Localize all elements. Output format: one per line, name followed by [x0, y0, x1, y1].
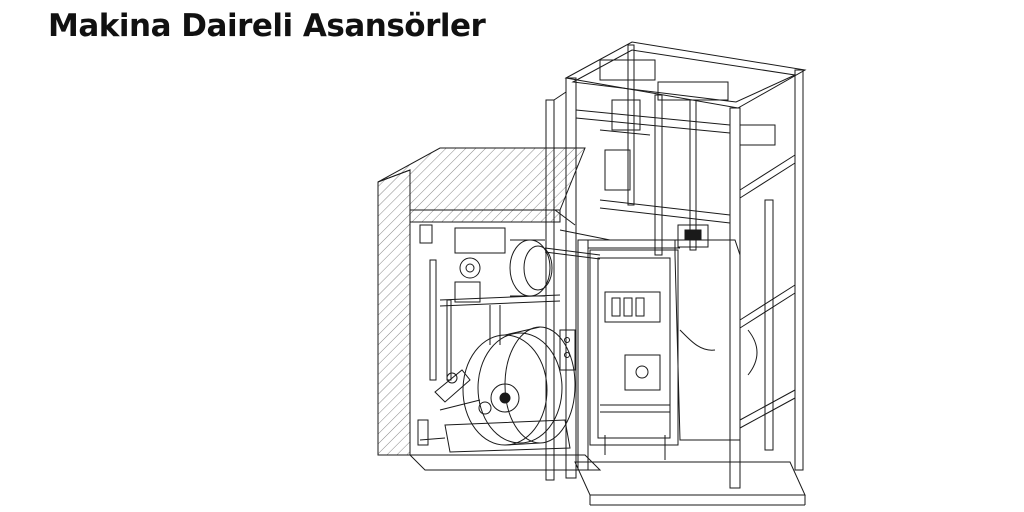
car-block	[675, 225, 757, 440]
page-title: Makina Daireli Asansörler	[48, 8, 486, 44]
hoist-ropes	[545, 210, 610, 259]
elevator-car-frame	[578, 240, 680, 470]
traction-machine	[418, 225, 575, 452]
base-floor	[410, 455, 805, 505]
shaft-frame	[546, 42, 805, 488]
